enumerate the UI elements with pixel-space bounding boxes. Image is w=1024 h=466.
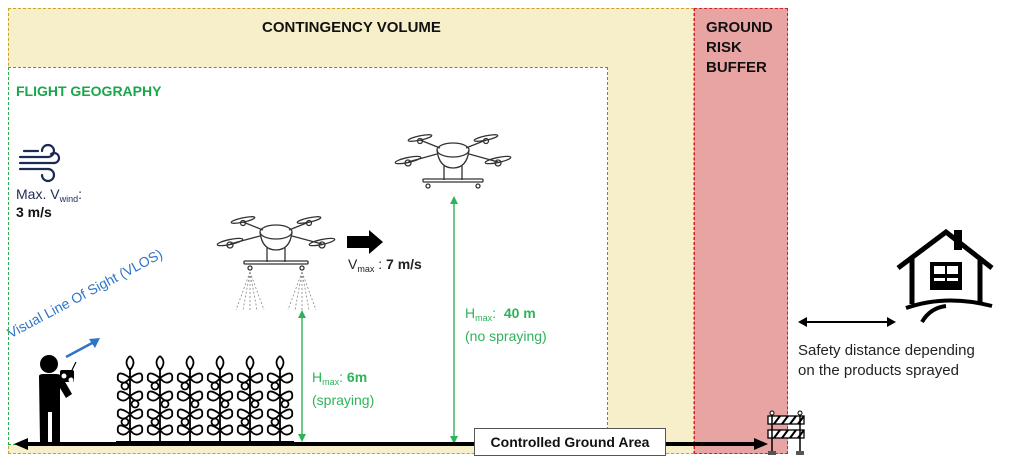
wind-label: Max. Vwind: [16,186,82,204]
safety-distance-arrow [798,317,896,327]
wind-icon [18,143,61,183]
drone-icon-spraying [216,216,336,311]
pilot-icon [39,355,77,442]
safety-line-1: Safety distance depending [798,342,975,359]
ground-risk-buffer-zone [694,8,788,454]
controlled-ground-area-label: Controlled Ground Area [474,428,666,456]
vmax-label: Vmax : 7 m/s [348,256,422,274]
height-spraying-arrow [298,310,306,442]
height-spraying-label: Hmax: 6m (spraying) [312,368,374,409]
hmax-40-sub: max [475,313,493,323]
arrow-right-icon [347,230,383,254]
height-no-spraying-label: Hmax: 40 m (no spraying) [465,304,547,345]
hmax-6-sep: : [339,369,347,385]
ground-risk-buffer-title: GROUND RISK BUFFER [706,18,773,78]
vmax-sub: max [357,264,375,274]
hmax-6-sub: max [322,377,340,387]
hmax-40-note: (no spraying) [465,328,547,344]
drone-icon-high [394,134,512,189]
crop-plant [266,355,294,442]
crop-plant [236,355,264,442]
wind-value: 3 m/s [16,204,52,220]
flight-geography-title: FLIGHT GEOGRAPHY [16,83,162,99]
house-icon [896,228,994,324]
vlos-arrow-icon [65,338,100,359]
safety-distance-label: Safety distance depending on the product… [798,341,975,381]
hmax-6-value: 6m [346,369,368,385]
vmax-unit: m/s [397,256,422,272]
safety-line-2: on the products sprayed [798,362,959,379]
barrier-icon [767,410,805,455]
crop-plant [116,355,144,442]
wind-label-suffix: : [78,186,82,202]
wind-label-prefix: Max. V [16,186,60,202]
hmax-6-note: (spraying) [312,392,375,408]
crop-plant [206,355,234,442]
contingency-volume-title: CONTINGENCY VOLUME [262,19,441,36]
grb-line-3: BUFFER [706,59,767,76]
spray-lines [235,271,317,311]
hmax-40-sep: : [492,305,504,321]
hmax-40-value: 40 m [503,305,536,321]
vmax-sep: : [374,256,387,272]
vmax-prefix: V [348,256,358,272]
hmax-6-prefix: H [312,369,323,385]
crops-icon [116,355,294,443]
wind-label-sub: wind [59,194,79,204]
grb-line-2: RISK [706,39,742,56]
crop-plant [146,355,174,442]
hmax-40-prefix: H [465,305,476,321]
height-no-spraying-arrow [450,196,458,444]
vmax-number: 7 [386,256,394,272]
crop-plant [176,355,204,442]
grb-line-1: GROUND [706,19,773,36]
